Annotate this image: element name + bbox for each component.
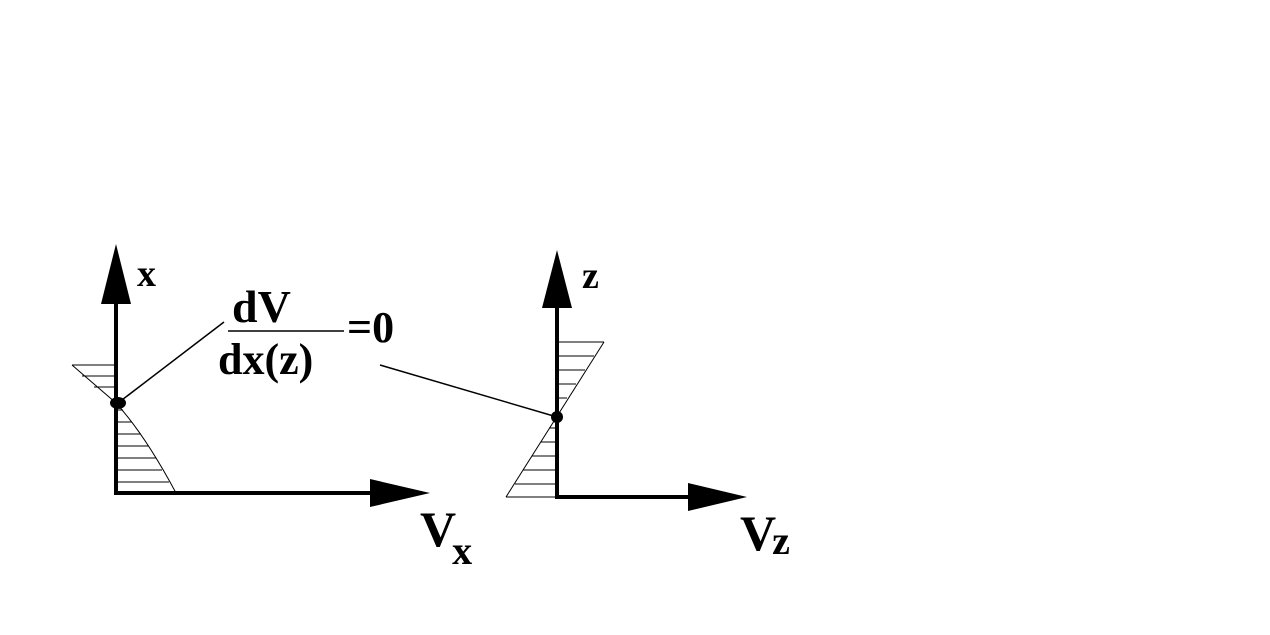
right-velocity-profile: z Vz <box>379 250 790 563</box>
left-profile-curve <box>71 364 177 494</box>
right-vertical-arrowhead <box>542 250 572 308</box>
right-horizontal-arrowhead <box>688 483 747 511</box>
equation-rhs: =0 <box>347 303 394 352</box>
left-profile-hatching <box>72 364 169 483</box>
right-leader-line <box>379 364 558 418</box>
left-vertical-arrowhead <box>101 244 131 304</box>
left-vertical-axis-label: x <box>137 253 156 295</box>
left-leader-line <box>117 321 225 404</box>
right-horizontal-axis-label: Vz <box>740 505 790 563</box>
equation-numerator: dV <box>232 281 291 332</box>
zero-gradient-equation: dV dx(z) =0 <box>218 281 394 384</box>
left-horizontal-arrowhead <box>370 479 430 507</box>
left-velocity-profile: x Vx <box>71 244 472 573</box>
right-vertical-axis-label: z <box>582 255 599 297</box>
left-horizontal-axis-label: Vx <box>420 501 472 573</box>
right-profile-hatching <box>515 341 604 485</box>
equation-denominator: dx(z) <box>218 335 313 384</box>
